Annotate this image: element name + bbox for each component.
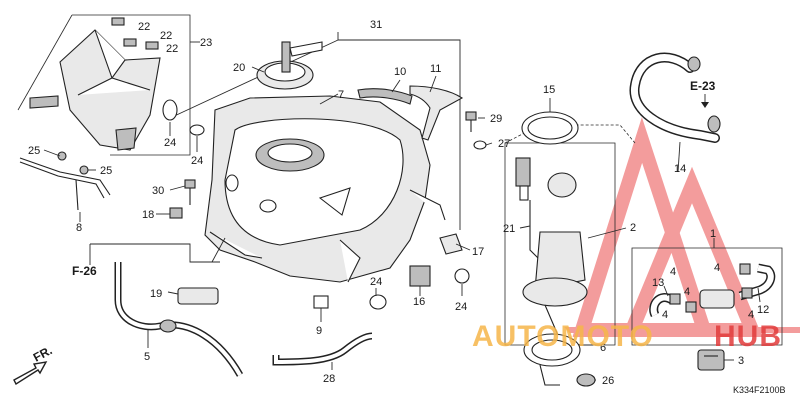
arrow-down-icon <box>701 102 709 108</box>
diagram-code: K334F2100B <box>733 385 786 395</box>
clamp-part <box>697 349 725 371</box>
rubber-mount-part <box>177 233 463 309</box>
watermark-logo-icon <box>560 117 800 337</box>
callout-22a: 22 <box>138 21 150 33</box>
callout-7: 7 <box>338 89 344 101</box>
callout-16: 16 <box>413 296 425 308</box>
callout-19: 19 <box>150 288 162 300</box>
callout-22b: 22 <box>160 30 172 42</box>
drain-tube-part <box>114 262 244 377</box>
callout-8: 8 <box>76 222 82 234</box>
reference-labels: E-23 F-26 <box>72 79 716 278</box>
clip-parts <box>111 17 159 50</box>
callout-6: 6 <box>600 342 606 354</box>
ref-f26: F-26 <box>72 264 97 278</box>
callout-15: 15 <box>543 84 555 96</box>
callout-28: 28 <box>323 373 335 385</box>
callout-27: 27 <box>498 138 510 150</box>
tank-cover-part <box>29 29 161 151</box>
callout-25b: 25 <box>100 165 112 177</box>
callout-31: 31 <box>370 19 382 31</box>
callout-5: 5 <box>144 351 150 363</box>
callout-4a: 4 <box>670 266 676 278</box>
callout-13: 13 <box>652 277 664 289</box>
callout-22c: 22 <box>166 43 178 55</box>
callout-labels: 1 2 3 4 4 4 4 4 5 6 7 8 9 10 11 12 13 14… <box>28 19 769 387</box>
callout-1: 1 <box>710 228 716 240</box>
fuel-filter-part <box>649 263 776 318</box>
callout-4c: 4 <box>684 286 690 298</box>
callout-4d: 4 <box>662 309 668 321</box>
callout-30: 30 <box>152 185 164 197</box>
callout-25a: 25 <box>28 145 40 157</box>
callout-10: 10 <box>394 66 406 78</box>
washer-parts <box>162 99 470 310</box>
callout-23: 23 <box>200 37 212 49</box>
nut-part <box>576 373 596 387</box>
breather-hose-part <box>629 52 721 143</box>
callout-26: 26 <box>602 375 614 387</box>
breather-tube-part <box>272 332 373 366</box>
front-direction-arrow-icon: FR. <box>13 343 55 386</box>
callout-17: 17 <box>472 246 484 258</box>
fuel-cap-part <box>256 41 323 90</box>
callout-21: 21 <box>503 223 515 235</box>
gasket-part <box>521 111 579 145</box>
callout-20: 20 <box>233 62 245 74</box>
fuel-tank-part <box>204 95 446 283</box>
callout-2: 2 <box>630 222 636 234</box>
callout-9: 9 <box>316 325 322 337</box>
bolt-washer-parts <box>465 111 487 150</box>
callout-24b: 24 <box>191 155 203 167</box>
watermark-text-2: HUB <box>714 320 782 353</box>
callout-24d: 24 <box>455 301 467 313</box>
pump-ring-part <box>523 333 581 386</box>
front-label: FR. <box>31 343 55 364</box>
callout-29: 29 <box>490 113 502 125</box>
group-outlines <box>17 14 783 346</box>
callout-24c: 24 <box>370 276 382 288</box>
watermark-text-1: AUTOMOTO <box>472 320 654 353</box>
callout-4b: 4 <box>714 262 720 274</box>
watermark: AUTOMOTO HUB <box>472 320 782 353</box>
seal-rubber-parts <box>357 85 464 141</box>
callout-3: 3 <box>738 355 744 367</box>
callout-4e: 4 <box>748 309 754 321</box>
callout-18: 18 <box>142 209 154 221</box>
callout-24a: 24 <box>164 137 176 149</box>
stay-part <box>19 151 111 211</box>
callout-14: 14 <box>674 163 686 175</box>
ref-e23: E-23 <box>690 79 716 93</box>
bolt-parts <box>169 179 196 219</box>
callout-11: 11 <box>430 63 441 75</box>
callout-12: 12 <box>757 304 769 316</box>
leader-lines <box>43 41 761 381</box>
fuel-pump-part <box>515 157 588 346</box>
